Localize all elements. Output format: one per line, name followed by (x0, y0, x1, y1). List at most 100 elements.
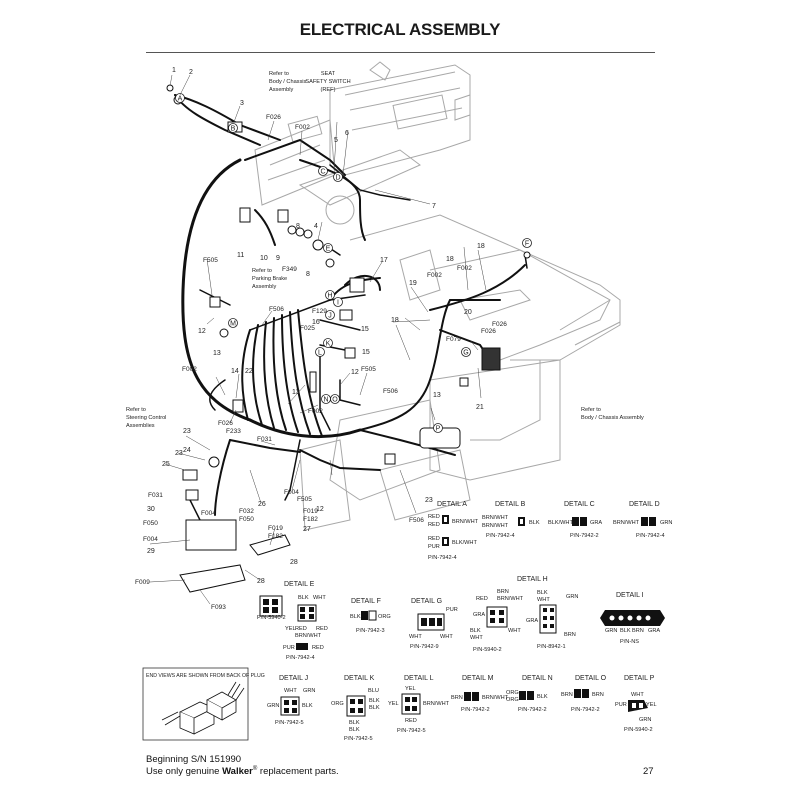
callout-30: 30 (147, 506, 155, 513)
callout-29: 29 (147, 548, 155, 555)
label-f506: F506 (269, 306, 284, 313)
callout-letter-h: H (327, 293, 332, 300)
ref-steering-3: Assemblies (126, 423, 155, 429)
callout-17: 17 (380, 257, 388, 264)
detail-i-wire: GRA (648, 628, 660, 634)
detail-n: DETAIL N ORG ORG BLK P/N-7942-2 (506, 675, 553, 713)
detail-k-wire: BLU (368, 688, 379, 694)
end-views-note-text: END VIEWS ARE SHOWN FROM BACK OF PLUG (146, 673, 265, 679)
callout-10: 10 (260, 255, 268, 262)
ref-body-chassis-top-3: Assembly (269, 87, 293, 93)
callout-5: 5 (334, 137, 338, 144)
detail-e-wire: PUR (283, 645, 295, 651)
label-f009: F009 (135, 579, 150, 586)
label-f002-d: F002 (182, 366, 197, 373)
detail-b: DETAIL B BRN/WHT BRN/WHT BLK P/N-7942-4 (482, 501, 540, 539)
detail-a: DETAIL A RED RED BRN/WHT RED PUR BLK/WHT… (428, 501, 479, 561)
detail-c: DETAIL C BLK/WHT GRA P/N-7942-2 (548, 501, 602, 539)
detail-e-wire: BRN/WHT (295, 633, 322, 639)
label-f079: F079 (446, 336, 461, 343)
parts-note: Use only genuine Walker® replacement par… (146, 766, 339, 777)
battery-tray-icon (179, 564, 246, 593)
connector-m-icon (219, 328, 229, 338)
ref-seat-switch-2: SAFETY SWITCH (305, 79, 350, 85)
callout-13b: 13 (292, 389, 300, 396)
label-f506-c: F506 (409, 517, 424, 524)
detail-p-title: DETAIL P (624, 675, 655, 682)
label-f025: F025 (300, 325, 315, 332)
detail-i-wire: GRN (605, 628, 617, 634)
detail-h-wire: GRN (566, 594, 578, 600)
callout-12b: 12 (351, 369, 359, 376)
lamp-icon (312, 239, 324, 251)
detail-d-wire: BRN/WHT (613, 520, 640, 526)
switch-icon (239, 207, 251, 223)
detail-e-part-number: P/N-5940-2 (257, 615, 286, 621)
detail-j-wire: GRN (267, 703, 279, 709)
detail-k-part-number: P/N-7942-5 (344, 736, 373, 742)
callout-letter-p: P (436, 426, 441, 433)
detail-f: DETAIL F BLK ORG P/N-7942-3 (350, 598, 391, 634)
ref-parking-brake-3: Assembly (252, 284, 276, 290)
letter-callouts: A B C D E F G H I J K L M N O P (175, 93, 532, 433)
detail-e-wire: WHT (313, 595, 326, 601)
callout-letter-e: E (326, 246, 331, 253)
label-f129: F129 (312, 308, 327, 315)
detail-n-wire: ORG (506, 697, 519, 703)
ref-body-chassis-top-1: Refer to (269, 71, 289, 77)
callout-letter-n: N (323, 397, 328, 404)
detail-k: DETAIL K BLU ORG BLK BLK BLK BLK P/N-794… (331, 675, 380, 742)
detail-h-wire: RED (476, 596, 488, 602)
callout-18c: 18 (391, 317, 399, 324)
detail-h-part-number: P/N-5940-2 (473, 647, 502, 653)
detail-m-wire: BRN (451, 695, 463, 701)
callout-12: 12 (198, 328, 206, 335)
detail-e: DETAIL E P/N-5940-2 BLK WHT YEL RED RED … (257, 581, 328, 661)
callout-7: 7 (432, 203, 436, 210)
callout-6: 6 (345, 130, 349, 137)
end-views-note: END VIEWS ARE SHOWN FROM BACK OF PLUG (142, 667, 265, 741)
detail-l-wire: RED (405, 718, 417, 724)
callout-letter-o: O (332, 397, 338, 404)
detail-n-wire: ORG (506, 690, 519, 696)
sensor-icon (209, 296, 221, 308)
detail-e-wire: RED (295, 626, 307, 632)
brand-name: Walker (222, 766, 253, 778)
detail-m-part-number: P/N-7942-2 (461, 707, 490, 713)
label-f026-b: F026 (492, 321, 507, 328)
detail-p-wire: PUR (615, 702, 627, 708)
detail-o-part-number: P/N-7942-2 (571, 707, 600, 713)
detail-a-wire: BLK/WHT (452, 540, 477, 546)
detail-k-title: DETAIL K (344, 675, 375, 682)
title-rule (146, 52, 655, 53)
detail-a-wire: PUR (428, 544, 440, 550)
callout-13c: 13 (433, 392, 441, 399)
callout-18b: 18 (477, 243, 485, 250)
washer-icon (287, 225, 297, 235)
detail-h-wire: BRN (564, 632, 576, 638)
callout-letter-d: D (335, 175, 340, 182)
callout-8: 8 (296, 223, 300, 230)
detail-k-wire: BLK (369, 698, 380, 704)
detail-h-wire: GRA (526, 618, 538, 624)
label-f004-c: F004 (143, 536, 158, 543)
callout-14: 14 (231, 368, 239, 375)
label-f002-b: F002 (427, 272, 442, 279)
detail-n-wire: BLK (537, 694, 548, 700)
detail-a-title: DETAIL A (437, 501, 467, 508)
label-f004: F004 (284, 489, 299, 496)
label-f002-e: F002 (308, 408, 323, 415)
detail-h-part-number-2: P/N-8942-1 (537, 644, 566, 650)
battery-icon (185, 519, 237, 551)
label-f505-b: F505 (361, 366, 376, 373)
detail-c-title: DETAIL C (564, 501, 595, 508)
detail-d-title: DETAIL D (629, 501, 660, 508)
label-f233: F233 (226, 428, 241, 435)
detail-p-part-number: P/N-5940-2 (624, 727, 653, 733)
detail-l-wire: YEL (405, 686, 416, 692)
detail-j-wire: GRN (303, 688, 315, 694)
detail-o-wire: BRN (561, 692, 573, 698)
detail-h: DETAIL H BRN BRN/WHT RED GRA BLK WHT WHT… (470, 576, 578, 653)
callout-4: 4 (314, 223, 318, 230)
label-f002-c: F002 (457, 265, 472, 272)
